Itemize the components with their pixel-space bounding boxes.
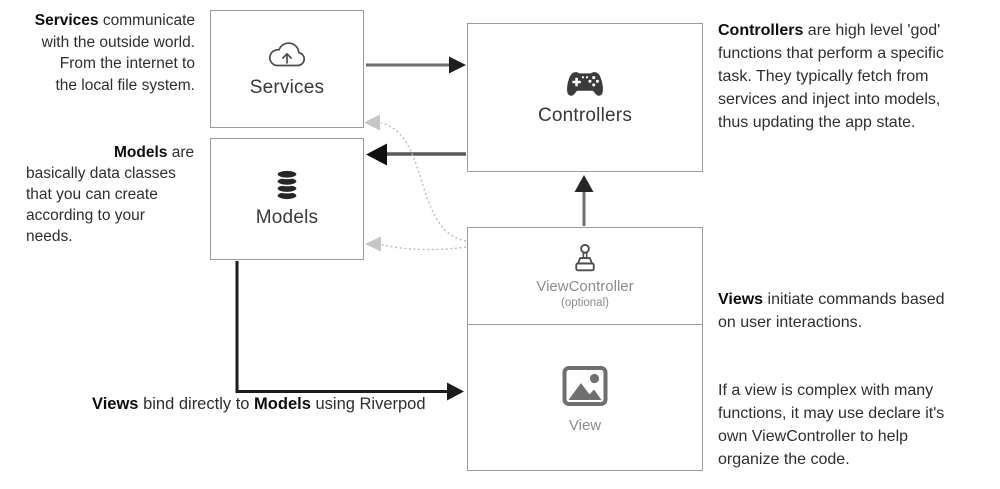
models-note: Models are basically data classes that y… [26, 142, 212, 247]
views-note-bold: Views [718, 291, 764, 308]
arrow-viewcontroller-to-controllers [574, 175, 594, 226]
controllers-note-text: are high level 'god' functions that perf… [718, 22, 944, 131]
views-note-paragraph2: If a view is complex with many functions… [718, 382, 945, 468]
services-label: Services [249, 77, 325, 98]
models-note-bold: Models [114, 144, 168, 161]
views-note-paragraph1: Views initiate commands based on user in… [718, 288, 993, 334]
services-note-text: communicate with the outside world. From… [41, 12, 195, 94]
gamepad-icon [567, 71, 603, 96]
joystick-icon [575, 244, 595, 272]
riverpod-caption-text1: bind directly to [138, 395, 255, 413]
services-note: Services communicate with the outside wo… [8, 10, 195, 96]
riverpod-caption-text2: using Riverpod [310, 395, 426, 413]
controllers-label: Controllers [537, 104, 633, 126]
arrow-controllers-to-models [366, 143, 466, 166]
viewcontroller-sublabel: (optional) [561, 297, 609, 309]
viewcontroller-box: ViewController (optional) [467, 227, 703, 324]
view-box: View [467, 324, 703, 471]
models-label: Models [255, 207, 319, 228]
services-box: Services [210, 10, 364, 128]
models-note-text: are basically data classes that you can … [26, 144, 195, 245]
dotted-arrow-viewcontroller-to-services [364, 114, 467, 242]
viewcontroller-label: ViewController [536, 278, 634, 295]
riverpod-caption: Views bind directly to Models using Rive… [92, 395, 426, 414]
views-note-text: initiate commands based on user interact… [718, 291, 945, 331]
services-note-bold: Services [34, 12, 99, 29]
views-note: Views initiate commands based on user in… [718, 265, 993, 489]
database-icon [276, 169, 298, 201]
dotted-arrow-viewcontroller-to-models [365, 236, 467, 252]
riverpod-caption-bold2: Models [254, 395, 311, 413]
controllers-box: Controllers [467, 23, 703, 172]
controllers-note-bold: Controllers [718, 22, 804, 39]
controllers-note: Controllers are high level 'god' functio… [718, 19, 993, 134]
arrow-models-to-view [235, 261, 464, 401]
view-label: View [568, 417, 602, 434]
cloud-upload-icon [269, 42, 306, 67]
arrow-services-to-controllers [366, 56, 466, 74]
image-icon [562, 366, 608, 406]
riverpod-caption-bold1: Views [92, 395, 139, 413]
models-box: Models [210, 138, 364, 260]
